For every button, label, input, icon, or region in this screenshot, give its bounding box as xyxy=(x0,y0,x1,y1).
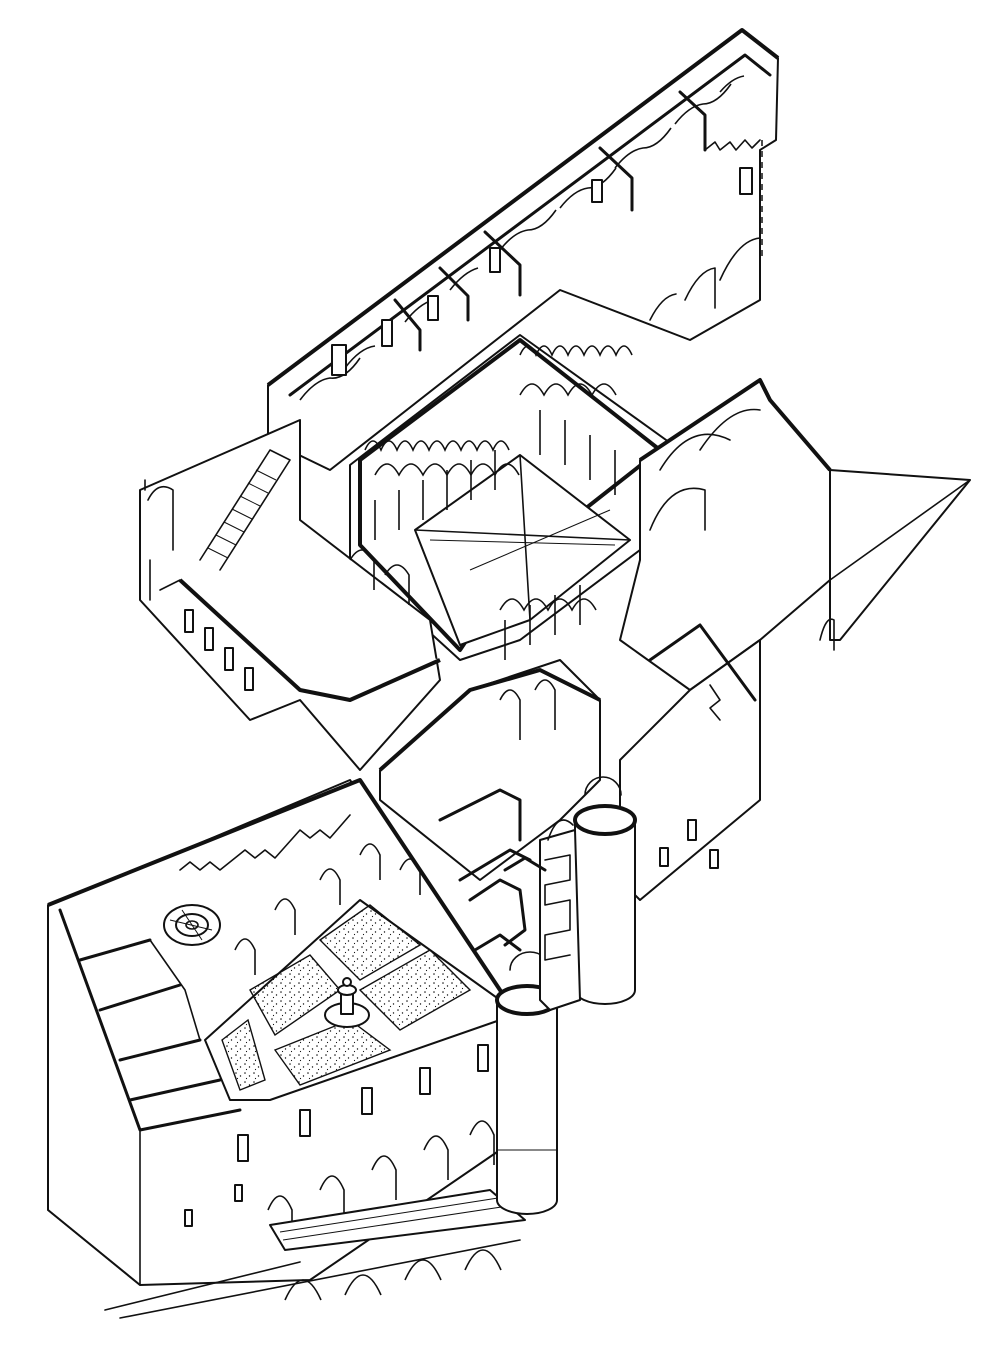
cloister-arcade xyxy=(374,383,617,660)
grand-staircase xyxy=(199,449,291,571)
ornate-corner xyxy=(539,819,581,1011)
round-tower-back xyxy=(573,776,637,1005)
front-facade-windows xyxy=(184,1044,489,1227)
round-tower-front xyxy=(495,951,559,1215)
stair-and-left-court xyxy=(139,419,441,771)
spiral-stair xyxy=(163,904,221,946)
connecting-block xyxy=(378,659,601,882)
tower-inner-rooms xyxy=(468,856,547,952)
right-wing xyxy=(619,378,971,901)
main-courtyard-block xyxy=(47,778,526,1319)
left-rooms xyxy=(58,908,242,1132)
courtyard-garden xyxy=(204,899,501,1101)
fountain xyxy=(324,977,370,1028)
upper-gallery-wing xyxy=(266,28,780,471)
